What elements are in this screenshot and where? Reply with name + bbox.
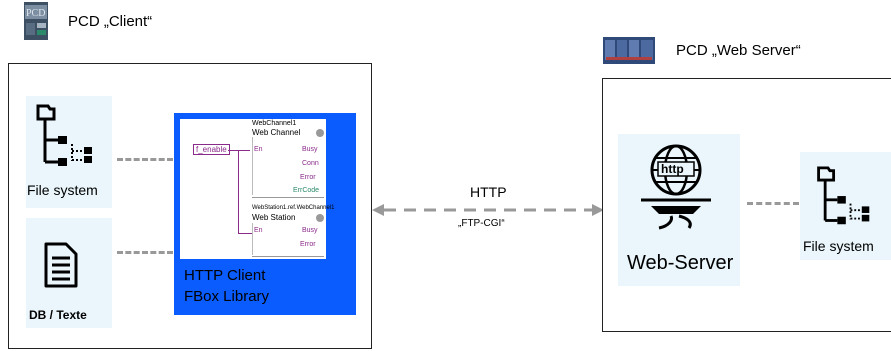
fbox-block1-body <box>252 137 325 195</box>
fbox-block1-out-error: Error <box>300 174 316 181</box>
fbox-enable-wire <box>228 150 250 151</box>
client-file-system-label: File system <box>27 182 98 198</box>
http-protocol-label: HTTP <box>470 184 507 200</box>
client-title: PCD „Client“ <box>68 13 153 30</box>
fbox-block1-header: WebChannel1 <box>252 120 297 127</box>
http-bidirectional-arrow <box>372 204 604 216</box>
fbox-vertical-wire <box>238 150 239 233</box>
svg-text:PCD: PCD <box>26 8 45 19</box>
fbox-block2-name: Web Station <box>252 213 296 222</box>
fbox-block2-header: WebStation1.ref.WebChannel1 <box>252 205 335 211</box>
http-sub-label: „FTP-CGI“ <box>458 218 505 229</box>
server-file-system-tile: File system <box>800 152 891 260</box>
fbox-block2-footer <box>252 256 324 257</box>
fbox-block2-out-error: Error <box>300 241 316 248</box>
web-server-label: Web-Server <box>627 252 734 274</box>
server-title: PCD „Web Server“ <box>676 42 801 59</box>
fbox-block1-status-dot <box>316 129 324 137</box>
fbox-block1-input: En <box>254 146 263 153</box>
http-globe-icon: http <box>641 144 711 230</box>
fbox-block2-out-busy: Busy <box>302 227 318 234</box>
fbox-block1-out-conn: Conn <box>302 160 319 167</box>
file-tree-icon <box>36 104 92 166</box>
fbox-block1-footer <box>252 197 324 198</box>
web-server-file-link <box>747 202 799 205</box>
fbox-wire-to-block2 <box>238 233 252 234</box>
server-file-tree-icon <box>817 166 870 225</box>
pcd-client-device-icon: PCD <box>24 2 48 40</box>
db-texte-tile: DB / Texte <box>26 218 112 328</box>
web-server-tile: http Web-Server <box>618 134 740 286</box>
document-icon <box>44 242 78 288</box>
fbox-block2-status-dot <box>316 214 324 222</box>
library-label-line2: FBox Library <box>184 288 270 305</box>
fbox-block1-name: Web Channel <box>252 128 301 137</box>
fbox-block1-out-errcode: ErrCode <box>293 187 320 194</box>
http-client-library-panel: WebChannel1 Web Channel f_enable En Busy… <box>174 113 356 315</box>
fbox-block1-out-busy: Busy <box>302 146 318 153</box>
fbox-input-tag: f_enable <box>193 144 230 155</box>
db-link <box>117 251 173 254</box>
server-file-system-label: File system <box>803 238 874 254</box>
svg-text:http: http <box>661 162 684 176</box>
file-system-link <box>117 158 173 161</box>
pcd-server-device-icon <box>603 37 655 64</box>
fbox-block2-input: En <box>254 227 263 234</box>
fbox-block2-body <box>252 223 325 255</box>
fbox-diagram: WebChannel1 Web Channel f_enable En Busy… <box>180 119 335 259</box>
db-texte-label: DB / Texte <box>29 308 87 322</box>
client-file-system-tile: File system <box>26 96 112 208</box>
library-label-line1: HTTP Client <box>184 267 266 284</box>
